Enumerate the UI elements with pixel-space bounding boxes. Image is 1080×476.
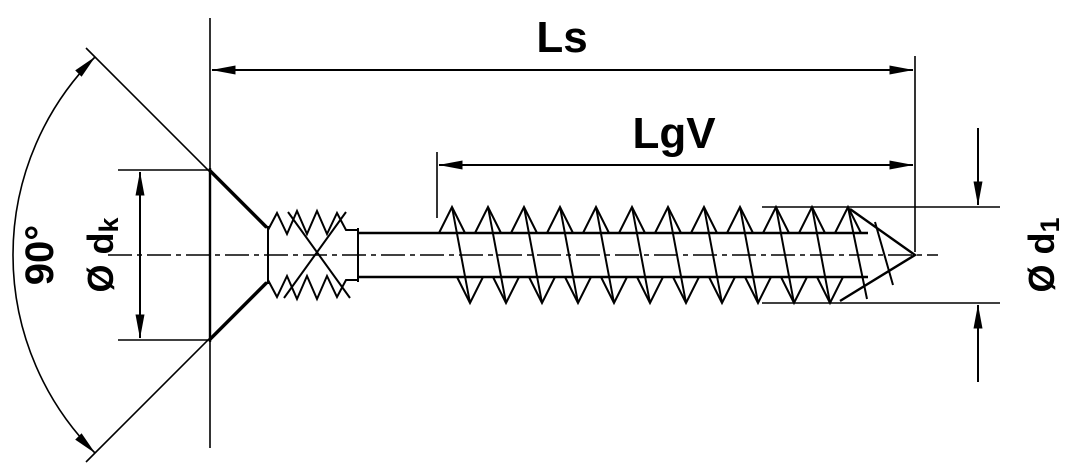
recess-bottom-profile (267, 273, 358, 302)
angle-leg-bottom (85, 281, 267, 463)
angle-arc (12, 56, 96, 454)
dimension-total-length: Ls (209, 13, 916, 448)
label-total-length: Ls (536, 13, 587, 62)
shank-root-lines (358, 231, 868, 279)
tip-cone-lines (839, 208, 918, 303)
recess-cross-lines (283, 211, 351, 299)
screw-shank (358, 231, 868, 279)
dimension-head-diameter: Ø dk (80, 169, 209, 341)
recess-top-profile (267, 208, 358, 237)
drive-recess (267, 208, 359, 302)
head-cone-lines (209, 169, 269, 341)
label-countersink-angle: 90° (18, 225, 62, 286)
dimension-outer-diameter: Ø d1 (762, 128, 1065, 382)
thread-helix-lines (451, 206, 894, 304)
label-outer-diameter: Ø d1 (1021, 217, 1066, 292)
dimension-thread-length: LgV (436, 109, 914, 218)
angle-leg-top (85, 47, 267, 229)
dimension-countersink-angle: 90° (12, 47, 267, 463)
screw-tip (839, 208, 918, 303)
label-thread-length: LgV (632, 109, 716, 158)
